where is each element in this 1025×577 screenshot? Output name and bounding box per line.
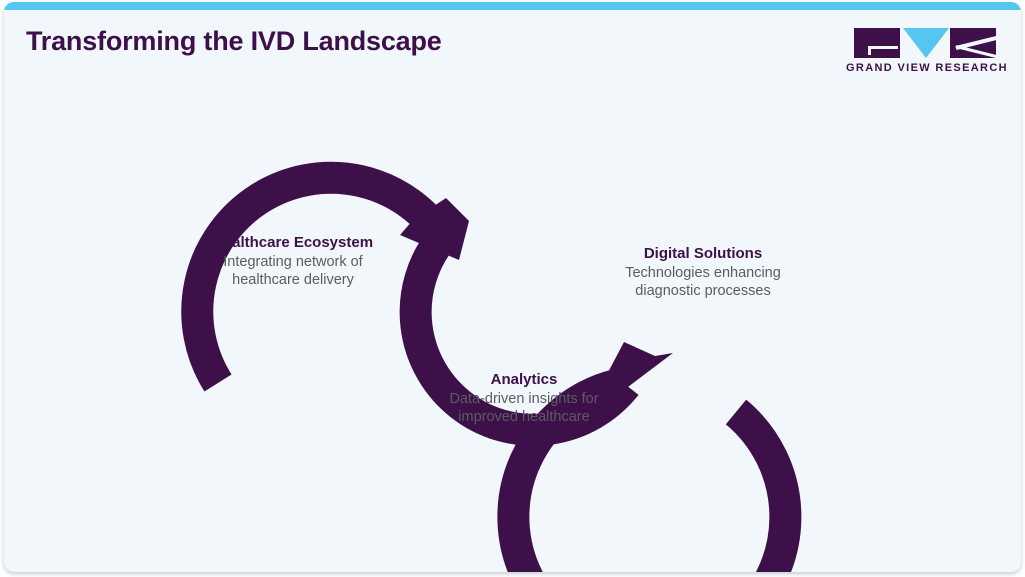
node-label-analytics: Analytics Data-driven insights for impro…: [414, 371, 634, 427]
logo-marks: [846, 28, 1002, 58]
logo-v-triangle-icon: [903, 28, 949, 58]
logo-g-notch-vertical: [868, 46, 871, 55]
node-title-digital-solutions: Digital Solutions: [643, 245, 763, 262]
node-title-healthcare-ecosystem: Healthcare Ecosystem: [212, 234, 374, 251]
logo-r-icon: [950, 28, 996, 58]
arc-healthcare-ecosystem: [181, 161, 469, 392]
arrowhead-analytics: [605, 342, 673, 396]
node-title-analytics: Analytics: [490, 371, 558, 388]
top-accent-bar: [4, 2, 1021, 10]
arrowhead-healthcare: [400, 198, 469, 260]
arc-digital-solutions: [497, 369, 802, 572]
node-desc-analytics-line2: improved healthcare: [458, 408, 590, 425]
node-label-healthcare-ecosystem: Healthcare Ecosystem Integrating network…: [183, 234, 403, 290]
node-desc-healthcare-ecosystem-line1: Integrating network of: [223, 254, 363, 271]
logo-g-icon: [854, 28, 900, 58]
logo-g-notch: [868, 46, 898, 49]
arc-analytics-path: [399, 229, 639, 446]
node-desc-analytics-line1: Data-driven insights for: [449, 391, 599, 408]
arc-digital-path: [497, 369, 802, 572]
slide-card: Transforming the IVD Landscape GRAND VIE…: [4, 2, 1021, 572]
node-desc-digital-solutions-line1: Technologies enhancing: [625, 265, 781, 282]
node-desc-digital-solutions-line2: diagnostic processes: [635, 282, 771, 299]
arc-healthcare-path: [181, 161, 458, 392]
node-label-digital-solutions: Digital Solutions Technologies enhancing…: [596, 245, 810, 301]
node-desc-healthcare-ecosystem-line2: healthcare delivery: [232, 271, 354, 288]
logo-wordmark: GRAND VIEW RESEARCH: [846, 62, 1008, 74]
brand-logo: GRAND VIEW RESEARCH: [846, 28, 1008, 78]
process-diagram: [181, 161, 802, 572]
page-title: Transforming the IVD Landscape: [26, 26, 442, 56]
arc-analytics: [399, 229, 673, 446]
